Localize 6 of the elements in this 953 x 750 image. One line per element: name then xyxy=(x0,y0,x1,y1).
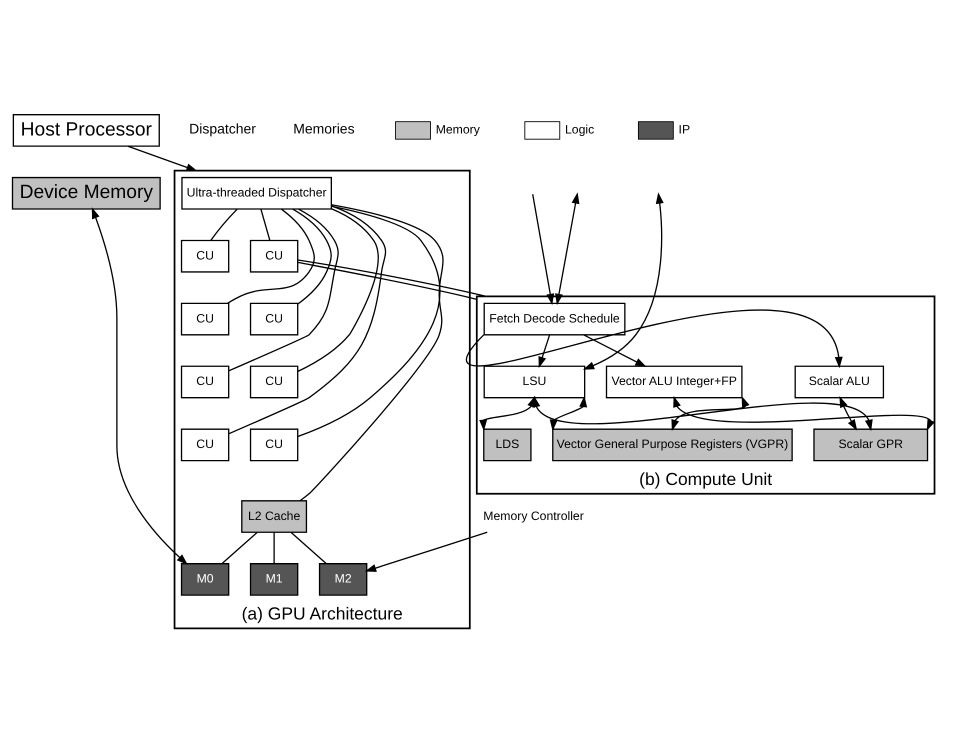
node-text: Memory Controller xyxy=(482,508,584,523)
legend-label: IP xyxy=(678,122,690,137)
label: Memories xyxy=(292,120,354,137)
legend-label: Logic xyxy=(564,122,594,137)
label: Dispatcher xyxy=(188,120,256,137)
legend-label: Memory xyxy=(435,122,480,137)
